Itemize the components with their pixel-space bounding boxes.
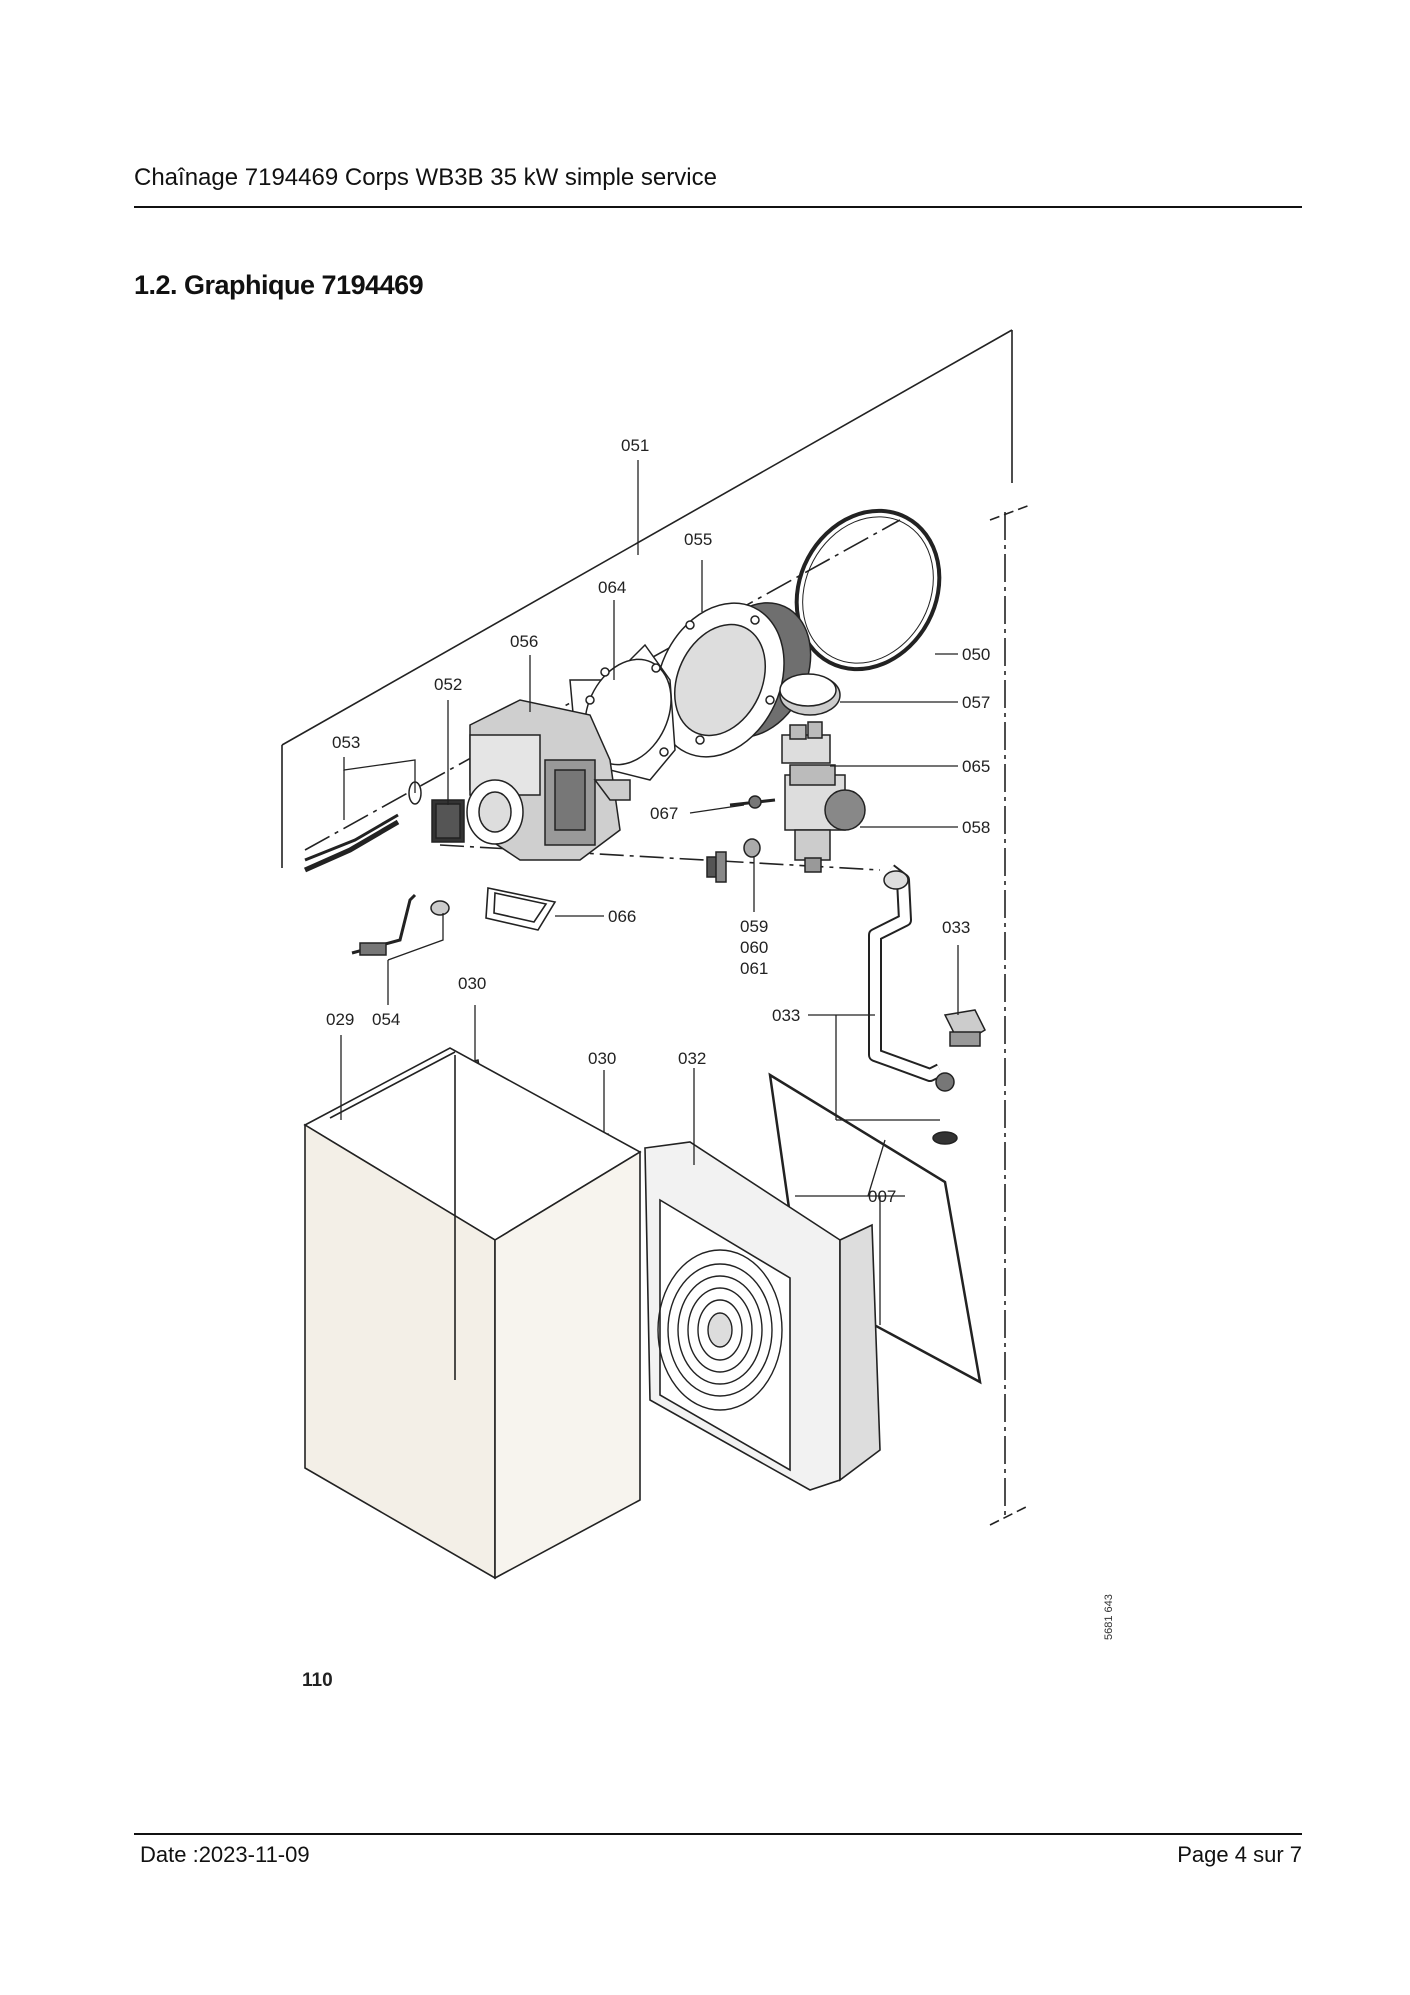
callout-007: 007 xyxy=(868,1187,896,1206)
part-029-casing xyxy=(303,1047,642,1580)
callout-030-bottom: 030 xyxy=(588,1049,616,1068)
section-heading: 1.2. Graphique 7194469 xyxy=(134,270,424,300)
axis-line-bottom xyxy=(989,1504,1031,1526)
part-054-ionisation-probe xyxy=(351,893,450,956)
axis-line-top xyxy=(989,504,1031,521)
callout-061: 061 xyxy=(740,959,768,978)
part-057-sight-glass xyxy=(779,673,841,716)
callout-033-right: 033 xyxy=(942,918,970,937)
assembly-axis-line xyxy=(304,519,901,851)
figure-number: 110 xyxy=(302,1670,333,1691)
footer-date: Date :2023-11-09 xyxy=(140,1842,310,1867)
part-032-front-panel xyxy=(644,1141,881,1491)
callout-033-left: 033 xyxy=(772,1006,800,1025)
callout-067: 067 xyxy=(650,804,678,823)
part-066-tray xyxy=(485,887,557,931)
part-058-gas-valve xyxy=(784,764,866,873)
callout-050: 050 xyxy=(962,645,990,664)
part-065-transformer xyxy=(781,721,831,764)
callout-065: 065 xyxy=(962,757,990,776)
callout-059: 059 xyxy=(740,917,768,936)
footer-divider xyxy=(134,1833,1302,1835)
callout-058: 058 xyxy=(962,818,990,837)
drawing-reference-number: 5681 643 xyxy=(1103,1594,1115,1640)
part-050-gasket-ring xyxy=(794,508,942,672)
callout-053: 053 xyxy=(332,733,360,752)
footer-page-number: Page 4 sur 7 xyxy=(1177,1842,1302,1867)
part-052-block xyxy=(431,799,465,843)
callout-056: 056 xyxy=(510,632,538,651)
header-divider xyxy=(134,206,1302,208)
callout-055: 055 xyxy=(684,530,712,549)
callout-066: 066 xyxy=(608,907,636,926)
part-056-blower xyxy=(466,699,631,861)
callout-052: 052 xyxy=(434,675,462,694)
callout-032: 032 xyxy=(678,1049,706,1068)
callout-051: 051 xyxy=(621,436,649,455)
part-033-gas-pipe xyxy=(868,864,958,1145)
callout-060: 060 xyxy=(740,938,768,957)
part-055-burner-flange xyxy=(655,602,812,758)
document-header-title: Chaînage 7194469 Corps WB3B 35 kW simple… xyxy=(134,164,717,191)
callout-064: 064 xyxy=(598,578,626,597)
callout-030-top: 030 xyxy=(458,974,486,993)
callout-054: 054 xyxy=(372,1010,400,1029)
part-059-061-nozzle xyxy=(706,838,761,883)
boundary-line-top xyxy=(281,329,1013,746)
part-033-clamp xyxy=(943,1009,986,1047)
part-067-screw xyxy=(729,795,776,809)
callout-057: 057 xyxy=(962,693,990,712)
callout-029: 029 xyxy=(326,1010,354,1029)
leader-lines xyxy=(340,460,959,1325)
